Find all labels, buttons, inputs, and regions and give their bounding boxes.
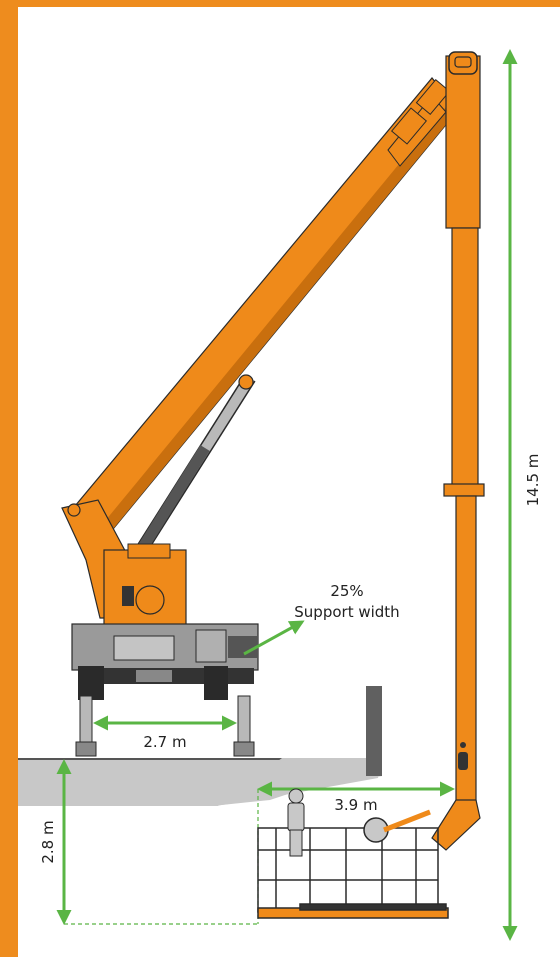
height-label: 14.5 m [524,454,542,507]
chassis [71,623,259,700]
outrigger-right [233,695,255,757]
depth-label: 2.8 m [39,820,57,863]
support-width-label: Support width [294,603,399,621]
outreach-label: 3.9 m [334,796,377,814]
work-basket [257,809,449,919]
parapet-wall [366,686,382,776]
outrigger-span-label: 2.7 m [143,733,186,751]
outrigger-left [75,695,97,757]
lift-cylinder [134,374,256,556]
turret [103,543,187,629]
main-boom [69,77,459,541]
telescopic-boom [431,51,485,851]
operator-figure [287,788,305,857]
support-width-arrow [243,620,305,656]
support-percent-label: 25% [330,582,363,600]
dashed-guides [64,789,259,925]
